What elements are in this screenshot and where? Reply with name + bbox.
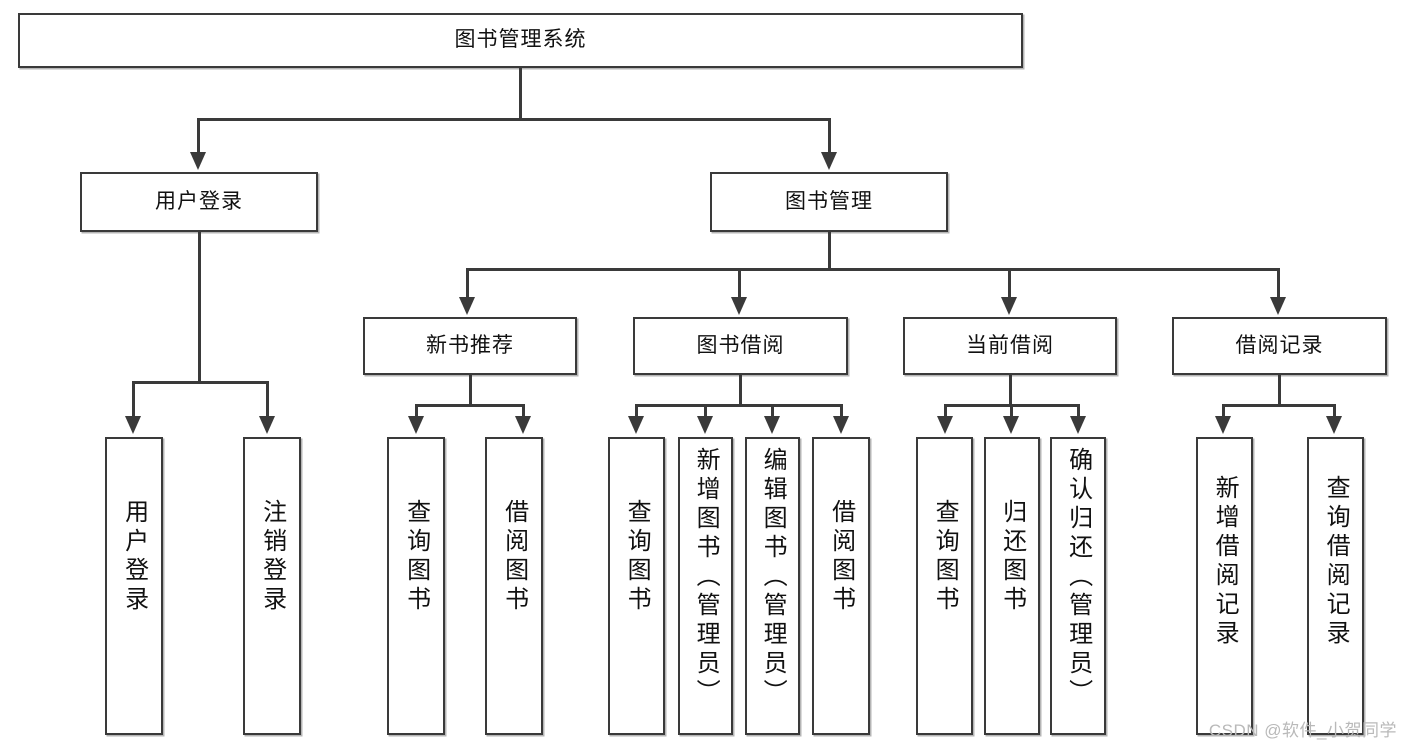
node-root-system[interactable]: 图书管理系统 (18, 13, 1023, 68)
connector-root-stem (519, 68, 522, 120)
leaf-query-book-3-label: 查询图书 (931, 499, 959, 615)
leaf-edit-book-label: 编辑图书（管理员） (759, 447, 787, 708)
node-root-system-label: 图书管理系统 (454, 28, 587, 52)
connector-borrow-to-leaf-3 (771, 404, 774, 418)
leaf-return-book-label: 归还图书 (998, 499, 1026, 615)
node-borrow-record[interactable]: 借阅记录 (1172, 317, 1387, 375)
leaf-query-borrow-record[interactable]: 查询借阅记录 (1307, 437, 1364, 735)
connector-recommend-bus (415, 404, 525, 407)
leaf-query-borrow-record-label: 查询借阅记录 (1322, 475, 1350, 649)
arrowhead-leaf-borrow-book-2 (833, 416, 849, 434)
leaf-borrow-book-1-label: 借阅图书 (500, 499, 528, 615)
leaf-borrow-book-2-label: 借阅图书 (827, 499, 855, 615)
leaf-query-book-1-label: 查询图书 (402, 499, 430, 615)
arrowhead-leaf-query-book-2 (628, 416, 644, 434)
connector-current-to-leaf-1 (944, 404, 947, 418)
node-current-borrow-label: 当前借阅 (966, 333, 1054, 357)
node-user-login[interactable]: 用户登录 (80, 172, 318, 232)
connector-record-to-leaf-2 (1333, 404, 1336, 418)
connector-root-bus (197, 118, 831, 121)
arrowhead-leaf-logout-login (259, 416, 275, 434)
arrowhead-leaf-edit-book (764, 416, 780, 434)
leaf-add-borrow-record-label: 新增借阅记录 (1211, 475, 1239, 649)
connector-user-login-bus (132, 381, 269, 384)
leaf-add-borrow-record[interactable]: 新增借阅记录 (1196, 437, 1253, 735)
arrowhead-leaf-add-book (697, 416, 713, 434)
leaf-user-login[interactable]: 用户登录 (105, 437, 163, 735)
arrowhead-book-mgmt (821, 152, 837, 170)
connector-borrow-stem (739, 375, 742, 406)
arrowhead-current-borrow (1001, 297, 1017, 315)
leaf-confirm-return-label: 确认归还（管理员） (1064, 447, 1092, 708)
arrowhead-book-borrow (731, 297, 747, 315)
connector-book-mgmt-stem (828, 232, 831, 270)
arrowhead-leaf-query-book-1 (408, 416, 424, 434)
connector-user-login-to-leaf-2 (266, 381, 269, 418)
connector-book-mgmt-to-record (1277, 268, 1280, 299)
leaf-logout-login[interactable]: 注销登录 (243, 437, 301, 735)
node-new-book-recommend[interactable]: 新书推荐 (363, 317, 577, 375)
arrowhead-new-book-recommend (459, 297, 475, 315)
connector-book-mgmt-bus (466, 268, 1280, 271)
node-book-management-label: 图书管理 (785, 189, 873, 213)
leaf-add-book[interactable]: 新增图书（管理员） (678, 437, 733, 735)
leaf-borrow-book-2[interactable]: 借阅图书 (812, 437, 870, 735)
leaf-return-book[interactable]: 归还图书 (984, 437, 1040, 735)
leaf-edit-book[interactable]: 编辑图书（管理员） (745, 437, 800, 735)
connector-borrow-to-leaf-2 (704, 404, 707, 418)
connector-user-login-to-leaf-1 (132, 381, 135, 418)
node-book-management[interactable]: 图书管理 (710, 172, 948, 232)
connector-borrow-to-leaf-1 (635, 404, 638, 418)
node-book-borrow[interactable]: 图书借阅 (633, 317, 848, 375)
csdn-watermark: CSDN @软件_小贺同学 (1208, 721, 1397, 740)
node-current-borrow[interactable]: 当前借阅 (903, 317, 1117, 375)
node-user-login-label: 用户登录 (155, 189, 243, 213)
leaf-user-login-label: 用户登录 (120, 499, 148, 615)
leaf-query-book-1[interactable]: 查询图书 (387, 437, 445, 735)
arrowhead-user-login (190, 152, 206, 170)
connector-book-mgmt-to-borrow (738, 268, 741, 299)
connector-root-to-book-mgmt (828, 118, 831, 154)
leaf-query-book-3[interactable]: 查询图书 (916, 437, 973, 735)
connector-user-login-stem (198, 232, 201, 383)
arrowhead-borrow-record (1270, 297, 1286, 315)
arrowhead-leaf-borrow-book-1 (515, 416, 531, 434)
node-borrow-record-label: 借阅记录 (1235, 333, 1324, 357)
arrowhead-leaf-query-book-3 (937, 416, 953, 434)
leaf-add-book-label: 新增图书（管理员） (692, 447, 720, 708)
connector-recommend-stem (469, 375, 472, 406)
connector-book-mgmt-to-current (1008, 268, 1011, 299)
connector-borrow-bus (635, 404, 843, 407)
leaf-logout-login-label: 注销登录 (258, 499, 286, 615)
connector-record-bus (1222, 404, 1336, 407)
connector-recommend-to-leaf-2 (522, 404, 525, 418)
connector-book-mgmt-to-recommend (466, 268, 469, 299)
connector-recommend-to-leaf-1 (415, 404, 418, 418)
leaf-query-book-2[interactable]: 查询图书 (608, 437, 665, 735)
arrowhead-leaf-user-login (125, 416, 141, 434)
arrowhead-leaf-add-borrow-record (1215, 416, 1231, 434)
leaf-confirm-return[interactable]: 确认归还（管理员） (1050, 437, 1106, 735)
node-book-borrow-label: 图书借阅 (696, 333, 785, 357)
leaf-query-book-2-label: 查询图书 (623, 499, 651, 615)
leaf-borrow-book-1[interactable]: 借阅图书 (485, 437, 543, 735)
node-new-book-recommend-label: 新书推荐 (426, 333, 514, 357)
connector-current-to-leaf-3 (1077, 404, 1080, 418)
connector-current-stem (1009, 375, 1012, 406)
connector-record-to-leaf-1 (1222, 404, 1225, 418)
connector-root-to-user-login (197, 118, 200, 154)
arrowhead-leaf-return-book (1003, 416, 1019, 434)
connector-current-to-leaf-2 (1010, 404, 1013, 418)
connector-borrow-to-leaf-4 (840, 404, 843, 418)
arrowhead-leaf-query-borrow-record (1326, 416, 1342, 434)
arrowhead-leaf-confirm-return (1070, 416, 1086, 434)
connector-record-stem (1278, 375, 1281, 406)
